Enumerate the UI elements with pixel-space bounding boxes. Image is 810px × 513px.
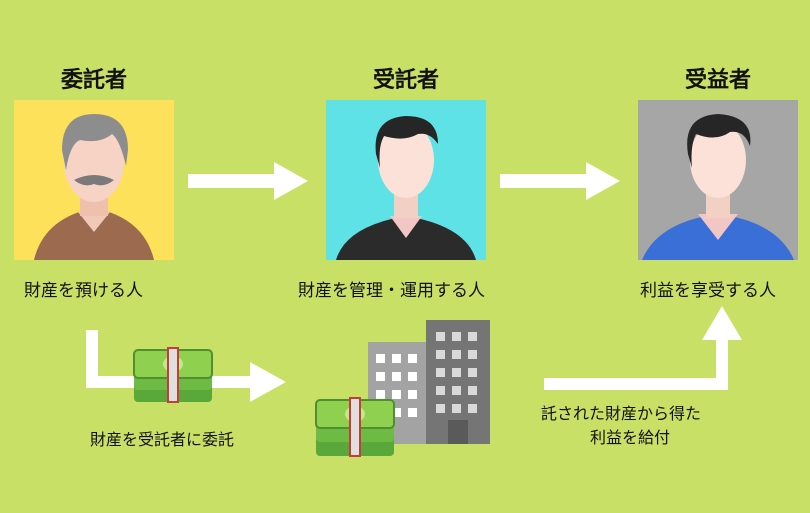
trustee-portrait [326, 100, 486, 260]
old-man-icon [14, 100, 174, 260]
beneficiary-portrait [638, 100, 798, 260]
settlor-desc: 財産を預ける人 [24, 281, 143, 301]
arrow-right-icon [188, 162, 308, 200]
benefit-label-line2: 利益を給付 [590, 428, 671, 447]
entrust-label: 財産を受託者に委託 [90, 430, 235, 449]
businessman-icon [326, 100, 486, 260]
money-bundle-icon [315, 397, 395, 457]
trustee-title: 受託者 [372, 68, 439, 93]
settlor-portrait [14, 100, 174, 260]
benefit-label-line1: 託された財産から得た [541, 404, 702, 423]
benefit-arrow-icon [544, 306, 742, 390]
settlor-title: 委託者 [60, 68, 127, 93]
building-icon [368, 320, 490, 444]
beneficiary-title: 受益者 [684, 68, 751, 93]
beneficiary-desc: 利益を享受する人 [640, 281, 776, 301]
money-bundle-icon [133, 347, 213, 403]
trustee-desc: 財産を管理・運用する人 [298, 281, 485, 301]
young-man-icon [638, 100, 798, 260]
arrow-right-icon [500, 162, 620, 200]
